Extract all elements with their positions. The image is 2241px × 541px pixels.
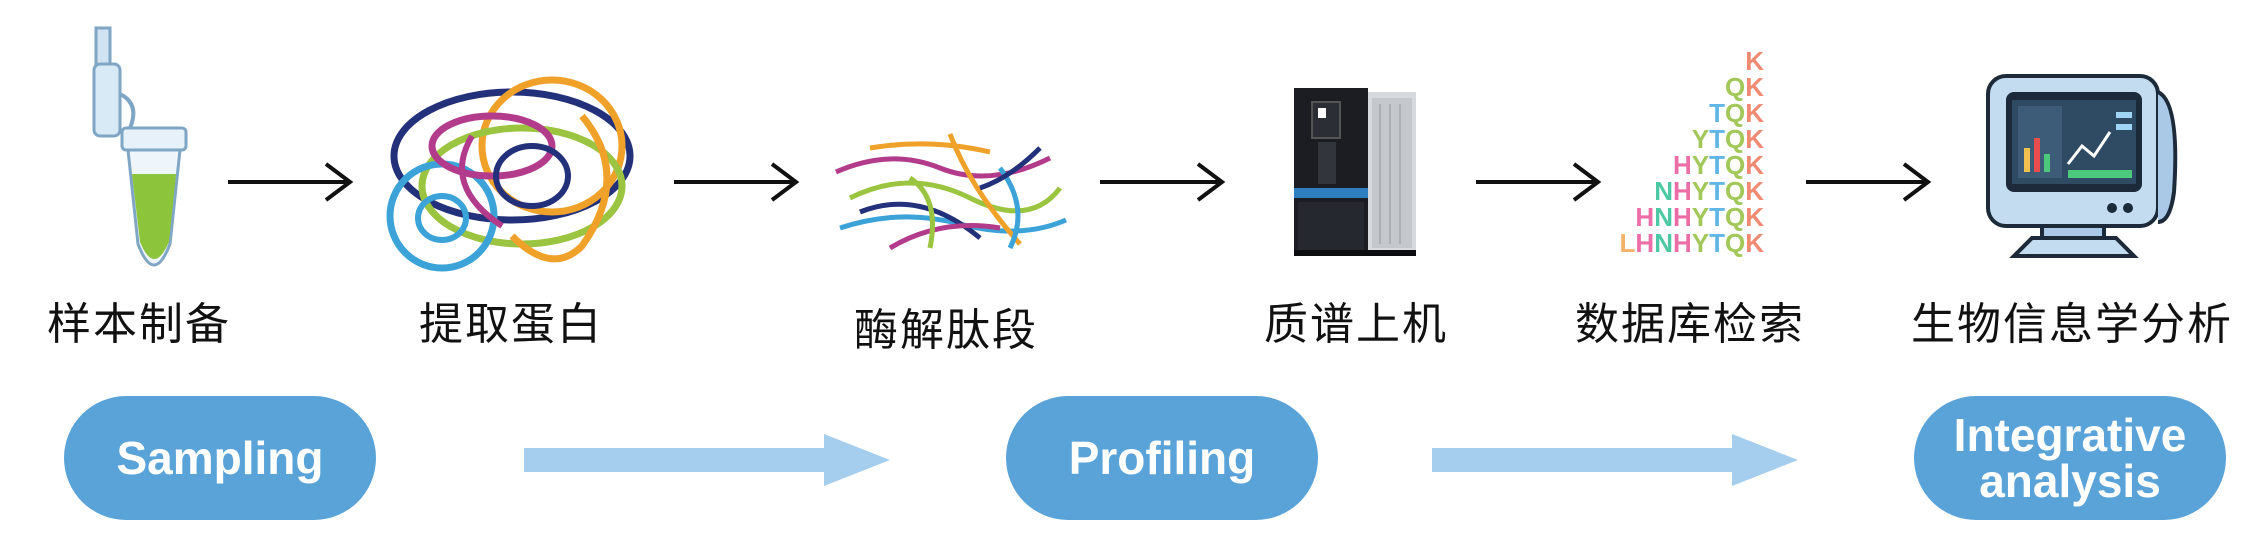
residue-letter: K [1745, 150, 1764, 180]
residue-letter: Q [1724, 228, 1746, 258]
residue-letter: Q [1724, 124, 1746, 154]
light-arrow-icon [1432, 434, 1798, 486]
residue-letter: H [1635, 228, 1655, 258]
residue-letter: Y [1691, 176, 1710, 206]
peptide-sequence: QK [1725, 74, 1764, 100]
residue-letter: Y [1691, 228, 1710, 258]
residue-letter: L [1619, 228, 1636, 258]
peptide-fragments-icon [834, 133, 1067, 251]
residue-letter: K [1745, 98, 1764, 128]
residue-letter: T [1709, 176, 1725, 206]
sample-tube-icon [92, 26, 188, 267]
residue-letter: H [1635, 202, 1655, 232]
residue-letter: T [1709, 150, 1725, 180]
residue-letter: H [1672, 176, 1692, 206]
residue-letter: T [1709, 202, 1725, 232]
step-label-bioinformatics: 生物信息学分析 [1911, 299, 2233, 350]
residue-letter: H [1672, 202, 1692, 232]
arrow-right-icon [1476, 162, 1602, 202]
residue-letter: K [1745, 176, 1764, 206]
residue-letter: H [1672, 228, 1692, 258]
residue-letter: Y [1691, 202, 1710, 232]
light-arrow-icon [524, 434, 890, 486]
residue-letter: T [1709, 98, 1725, 128]
residue-letter: K [1745, 228, 1764, 258]
arrow-right-icon [228, 162, 354, 202]
peptide-sequence: NHYTQK [1654, 178, 1764, 204]
protein-tangle-icon [386, 76, 634, 272]
residue-letter: N [1654, 228, 1673, 258]
residue-letter: K [1745, 46, 1764, 76]
residue-letter: Q [1724, 202, 1746, 232]
residue-letter: H [1672, 150, 1692, 180]
arrow-right-icon [1100, 162, 1226, 202]
arrow-right-icon [1806, 162, 1932, 202]
residue-letter: N [1654, 202, 1673, 232]
stage-pill-profiling: Profiling [1006, 396, 1318, 520]
stage-label-line1: Integrative [1953, 409, 2187, 461]
residue-letter: Q [1724, 176, 1746, 206]
residue-letter: T [1709, 124, 1725, 154]
step-label-database-search: 数据库检索 [1575, 299, 1805, 350]
residue-letter: Q [1724, 150, 1746, 180]
stage-pill-sampling: Sampling [64, 396, 376, 520]
peptide-sequence: LHNHYTQK [1620, 230, 1764, 256]
mass-spectrometer-icon [1294, 88, 1416, 256]
step-label-sample-prep: 样本制备 [47, 299, 231, 350]
peptide-sequence: YTQK [1692, 126, 1764, 152]
residue-letter: K [1745, 124, 1764, 154]
arrow-right-icon [674, 162, 800, 202]
residue-letter: Q [1724, 72, 1746, 102]
residue-letter: K [1745, 202, 1764, 232]
residue-letter: Y [1691, 150, 1710, 180]
residue-letter: T [1709, 228, 1725, 258]
peptide-sequence: HNHYTQK [1635, 204, 1764, 230]
residue-letter: Y [1691, 124, 1710, 154]
residue-letter: N [1654, 176, 1673, 206]
residue-letter: K [1745, 72, 1764, 102]
peptide-sequence: TQK [1709, 100, 1764, 126]
peptide-sequence: K [1745, 48, 1764, 74]
stage-pill-integrative-analysis: Integrative analysis [1914, 396, 2226, 520]
stage-label-line2: analysis [1979, 455, 2161, 507]
residue-letter: Q [1724, 98, 1746, 128]
step-label-protein-extraction: 提取蛋白 [419, 299, 603, 350]
peptide-sequence: HYTQK [1673, 152, 1764, 178]
computer-monitor-icon [1986, 74, 2178, 258]
step-label-enzymatic-digestion: 酶解肽段 [854, 305, 1038, 356]
step-label-ms-acquisition: 质谱上机 [1264, 299, 1448, 350]
